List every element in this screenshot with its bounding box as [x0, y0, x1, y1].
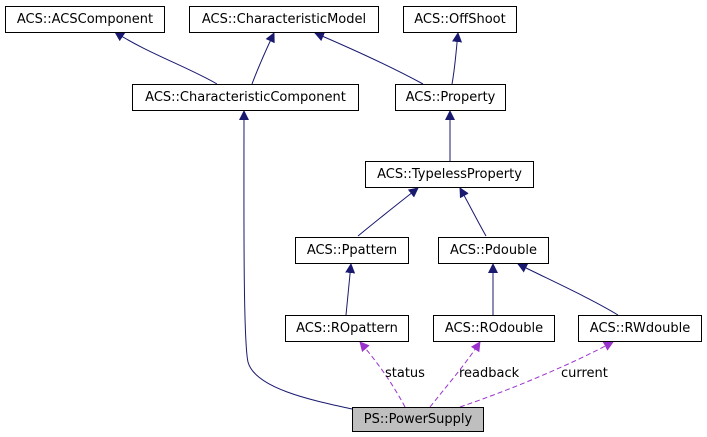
node-characteristic-model-label: ACS::CharacteristicModel [201, 12, 367, 27]
node-rodouble-label: ACS::ROdouble [444, 321, 544, 336]
edge-charcomp-to-charmodel [251, 32, 275, 85]
node-power-supply[interactable]: PS::PowerSupply [352, 407, 484, 432]
edge-label-current: current [561, 366, 608, 381]
node-offshoot[interactable]: ACS::OffShoot [403, 6, 517, 33]
node-property[interactable]: ACS::Property [395, 84, 506, 111]
node-acs-component[interactable]: ACS::ACSComponent [5, 6, 165, 33]
node-characteristic-model[interactable]: ACS::CharacteristicModel [189, 6, 379, 33]
node-rwdouble[interactable]: ACS::RWdouble [578, 315, 702, 342]
node-typeless-property[interactable]: ACS::TypelessProperty [365, 161, 534, 188]
node-offshoot-label: ACS::OffShoot [414, 12, 506, 27]
edge-powersupply-to-charcomp [238, 110, 353, 410]
node-ropattern-label: ACS::ROpattern [296, 321, 398, 336]
edge-ropattern-to-ppattern [345, 263, 356, 316]
edge-label-status: status [385, 366, 425, 381]
node-pdouble[interactable]: ACS::Pdouble [438, 237, 549, 264]
node-acs-component-label: ACS::ACSComponent [16, 12, 154, 27]
node-property-label: ACS::Property [405, 90, 496, 105]
edge-current-usage [459, 341, 614, 408]
edge-readback-usage [429, 341, 481, 408]
edge-status-usage [359, 341, 406, 408]
node-ppattern-label: ACS::Ppattern [306, 243, 398, 258]
node-pdouble-label: ACS::Pdouble [450, 243, 537, 258]
edge-property-to-offshoot [451, 32, 463, 85]
node-ppattern[interactable]: ACS::Ppattern [295, 237, 409, 264]
node-rwdouble-label: ACS::RWdouble [589, 321, 691, 336]
node-characteristic-component[interactable]: ACS::CharacteristicComponent [132, 84, 359, 111]
edge-charcomp-to-acscomponent [114, 31, 218, 85]
node-ropattern[interactable]: ACS::ROpattern [285, 315, 409, 342]
edge-label-readback: readback [459, 366, 520, 381]
edge-ppattern-to-typeless [357, 187, 419, 237]
node-typeless-property-label: ACS::TypelessProperty [377, 167, 522, 182]
node-characteristic-component-label: ACS::CharacteristicComponent [145, 90, 346, 105]
edge-property-to-charmodel [314, 31, 424, 85]
node-power-supply-label: PS::PowerSupply [363, 412, 473, 427]
node-rodouble[interactable]: ACS::ROdouble [433, 315, 555, 342]
edge-pdouble-to-typeless [459, 187, 487, 237]
edge-rwdouble-to-pdouble [517, 263, 619, 316]
